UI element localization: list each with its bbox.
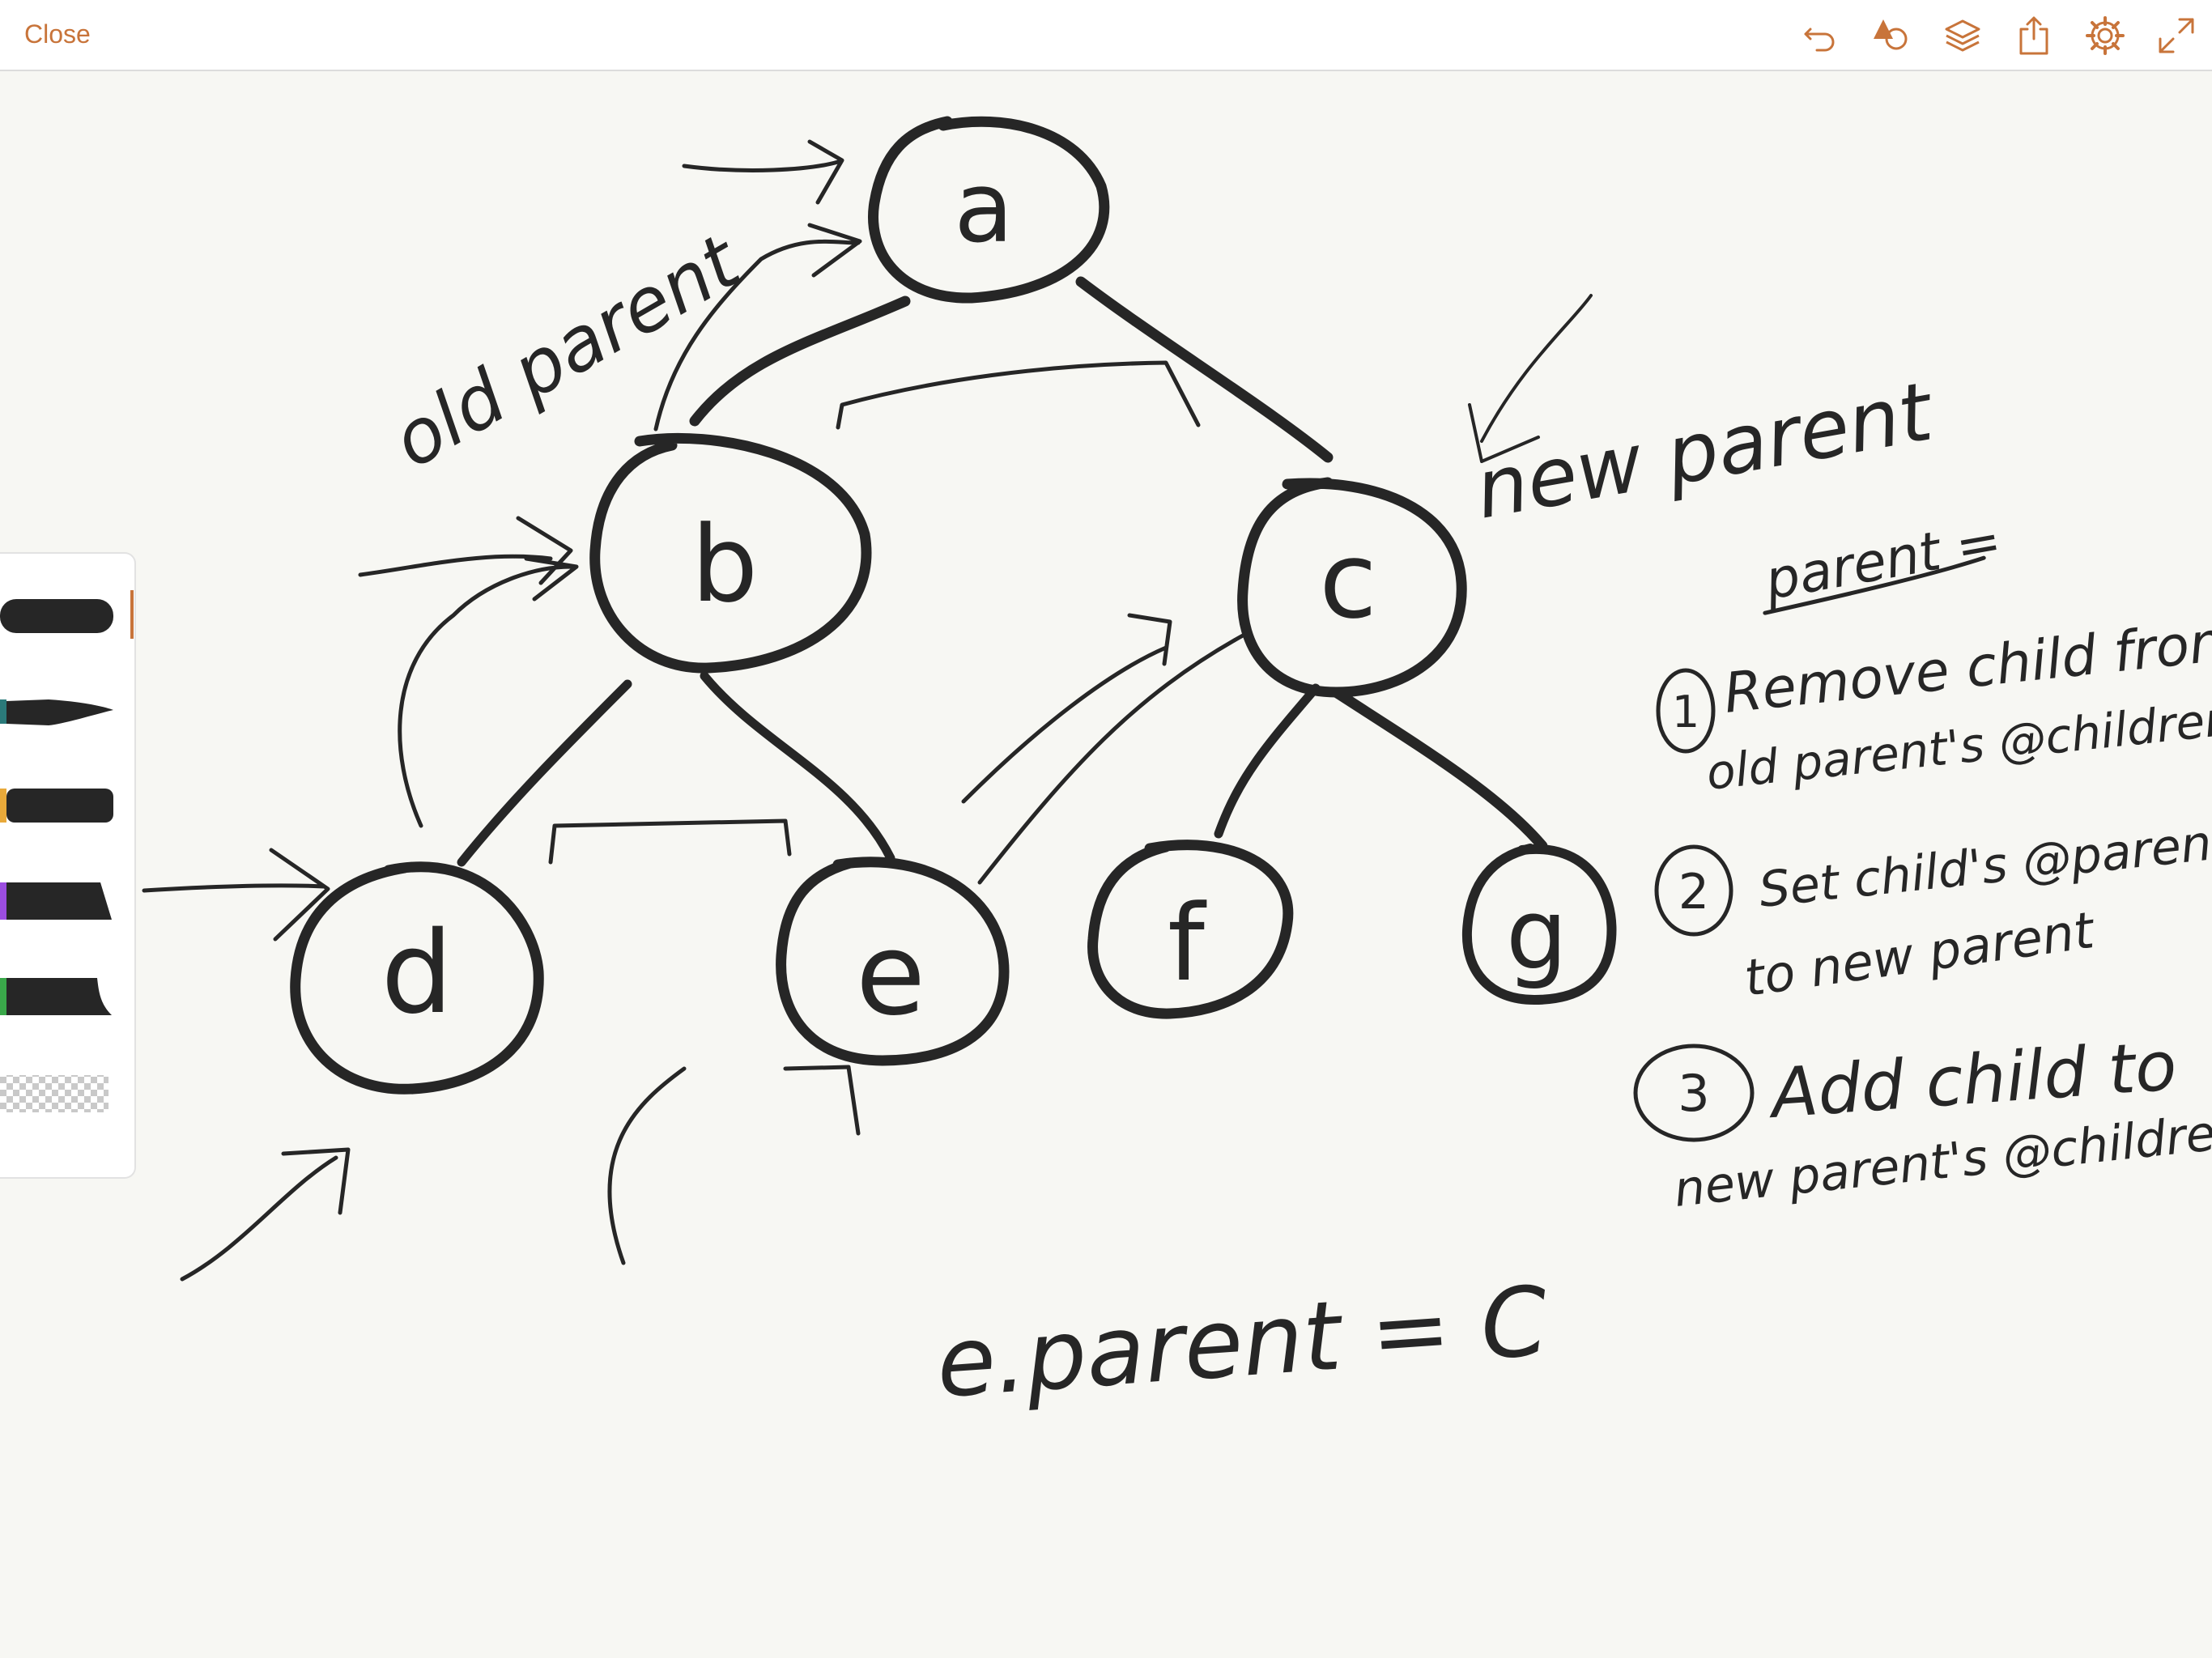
drawing-canvas[interactable]: a b c d e f g [0,71,2212,1658]
svg-text:1: 1 [1672,687,1699,738]
round-brush-icon[interactable] [0,586,134,643]
old-parent-annotation: old parent [379,217,756,485]
svg-text:new parent: new parent [1469,363,1942,538]
tree-node-d: d [290,861,544,1095]
layers-icon[interactable] [1942,15,1984,57]
tree-node-e: e [776,857,1010,1066]
chisel-brush-icon[interactable] [0,968,134,1025]
settings-icon[interactable] [2084,15,2126,57]
node-label: f [1168,882,1207,1005]
taper-brush-icon[interactable] [0,682,134,738]
tree-node-b: b [589,432,872,674]
svg-text:e.parent = C: e.parent = C [933,1265,1551,1419]
step-1-note: 1 Remove child from old parent's @childr… [1656,608,2212,801]
step-3-note: 3 Add child to new parent's @children [1633,1026,2212,1218]
node-label: c [1319,519,1376,642]
top-toolbar: Close [0,0,2212,71]
marker-brush-icon[interactable] [0,873,134,929]
node-label: g [1506,879,1568,992]
share-icon[interactable] [2013,15,2055,57]
svg-text:to new parent: to new parent [1741,900,2099,1008]
svg-text:2: 2 [1678,864,1709,920]
new-parent-annotation: new parent [1469,363,1942,538]
svg-text:Set child's @parent: Set child's @parent [1756,813,2212,919]
tree-node-a: a [868,116,1110,304]
node-label: a [954,152,1014,265]
close-button[interactable]: Close [24,19,91,49]
brush-panel [0,552,136,1179]
node-label: b [691,503,759,626]
shapes-icon[interactable] [1870,15,1912,57]
flat-brush-icon[interactable] [0,777,134,834]
tree-node-g: g [1461,844,1617,1005]
fullscreen-icon[interactable] [2155,15,2197,57]
eraser-icon[interactable] [0,1064,134,1120]
svg-text:3: 3 [1678,1064,1709,1123]
tree-node-c: c [1237,477,1467,698]
parent-equals-annotation: parent = [1759,509,2006,615]
equation-annotation: e.parent = C [933,1265,1551,1419]
node-label: e [856,909,925,1041]
svg-text:old parent: old parent [379,217,756,485]
undo-icon[interactable] [1799,15,1841,57]
tree-node-f: f [1087,840,1294,1019]
node-label: d [381,908,453,1039]
step-2-note: 2 Set child's @parent to new parent [1654,813,2212,1008]
